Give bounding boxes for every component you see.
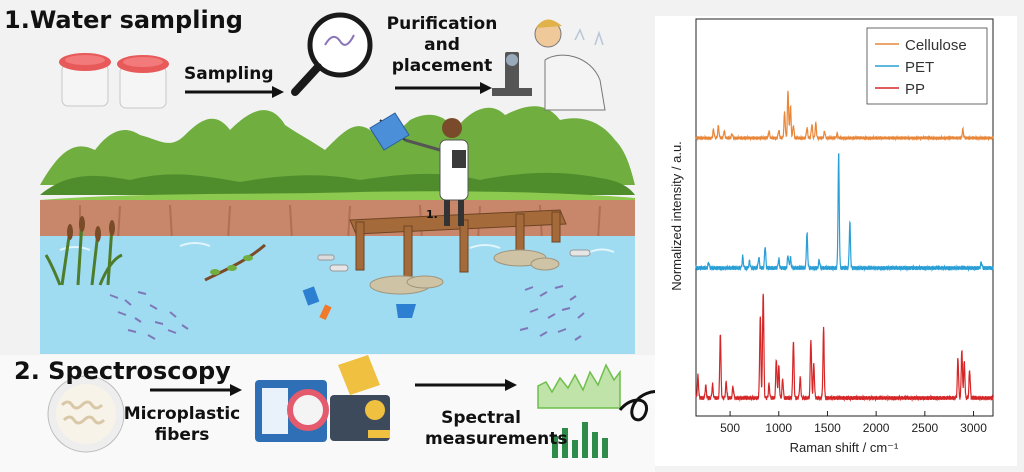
spectra-sketch <box>574 28 604 46</box>
field-scientist <box>404 118 469 226</box>
spectrum-area-icon <box>537 363 621 409</box>
rocks <box>369 249 560 295</box>
legend-label-pet: PET <box>905 59 934 76</box>
arrow-purification <box>395 82 492 94</box>
x-tick-label-2500: 2500 <box>911 421 938 435</box>
step2-title: 2. Spectroscopy <box>14 357 231 385</box>
spectral-label: Spectral measurements <box>425 408 568 449</box>
sample-jar-1 <box>59 53 111 107</box>
spectrometer <box>255 355 390 442</box>
green-hills-dark <box>40 172 635 195</box>
petri-dish <box>47 375 125 453</box>
fibers-label: Microplastic fibers <box>123 404 241 445</box>
curly-arrow <box>618 390 655 422</box>
plastic-debris <box>302 249 591 321</box>
sampling-net <box>369 112 410 151</box>
series-line-pet <box>695 153 994 273</box>
legend-label-cellulose: Cellulose <box>905 37 967 54</box>
raman-chart-panel: 500 1000 1500 2000 2500 3000 Cellulose PET PP… <box>655 16 1017 466</box>
y-axis-label: Normalized intensity / a.u. <box>669 141 684 291</box>
raman-spectra-chart: 500 1000 1500 2000 2500 3000 Cellulose PET PP… <box>669 18 994 455</box>
step1-title: 1.Water sampling <box>4 6 243 34</box>
soil-bank <box>40 200 635 242</box>
branch-leaves <box>210 255 253 275</box>
sampling-label: Sampling <box>184 64 274 84</box>
water-ripples <box>59 242 615 253</box>
fiber-swarm-right <box>519 285 585 341</box>
magnifier-icon <box>291 12 373 96</box>
fiber-swarm-left <box>109 291 189 340</box>
x-axis-label: Raman shift / cm⁻¹ <box>790 440 899 455</box>
sample-jar-2 <box>117 55 169 109</box>
cattails <box>44 221 123 286</box>
cattail-heads <box>67 216 115 242</box>
arrow-spectroscopy <box>150 384 242 396</box>
x-tick-label-2000: 2000 <box>863 421 890 435</box>
bar-chart-icon <box>552 422 608 458</box>
x-tick-label-500: 500 <box>720 421 740 435</box>
legend: Cellulose PET PP <box>866 27 988 105</box>
x-tick-label-1500: 1500 <box>814 421 841 435</box>
green-hills <box>40 106 635 185</box>
purification-label: Purification and placement <box>386 14 498 76</box>
x-tick-label-3000: 3000 <box>960 421 987 435</box>
arrow-sampling <box>185 86 284 98</box>
series-line-pp <box>695 293 994 403</box>
x-tick-label-1000: 1000 <box>765 421 792 435</box>
legend-label-pp: PP <box>905 81 925 98</box>
river-water <box>40 236 635 354</box>
arrow-measurements <box>415 379 517 391</box>
workflow-illustration <box>40 12 655 458</box>
pier-marker-label: 1. <box>426 208 438 221</box>
floating-branch <box>204 243 266 282</box>
lab-scientist <box>492 19 606 111</box>
series-line-cellulose <box>695 90 994 142</box>
